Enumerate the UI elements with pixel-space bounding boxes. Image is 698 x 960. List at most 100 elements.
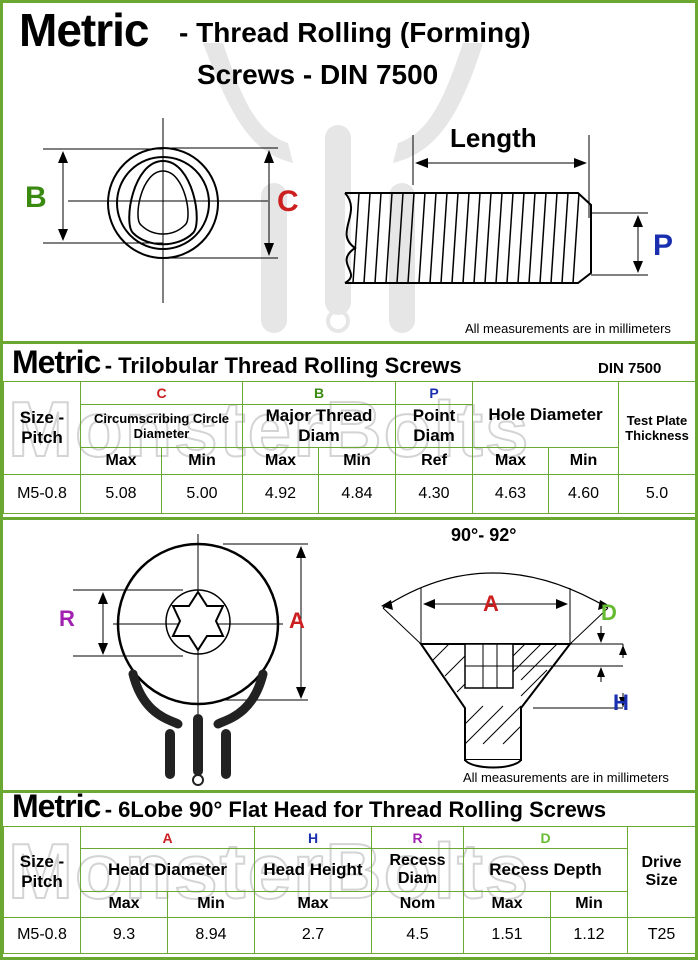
table1-sub-max: Max — [472, 447, 549, 475]
table1-hole-header: Hole Diameter — [471, 381, 620, 448]
table2-sub-min: Min — [167, 890, 255, 918]
label-p: P — [653, 229, 674, 262]
thread-line — [528, 192, 536, 284]
table2-recess-depth-header: Recess Depth — [463, 848, 628, 892]
table1-row: M5-0.8 5.08 5.00 4.92 4.84 4.30 4.63 4.6… — [3, 473, 697, 515]
table2-sub-max: Max — [254, 890, 372, 918]
table2-row: M5-0.8 9.3 8.94 2.7 4.5 1.51 1.12 T25 — [3, 916, 696, 955]
table1-cell-b-max: 4.92 — [242, 473, 319, 515]
table1-sub-min: Min — [161, 447, 243, 475]
table1-point-header: Point Diam — [395, 403, 473, 449]
table2-recess-diam-header: Recess Diam — [371, 848, 464, 892]
thread-line — [506, 192, 514, 284]
page-title-line2: Screws - DIN 7500 — [197, 59, 439, 90]
table2-sub-max: Max — [463, 890, 551, 918]
table2-title: Metric - 6Lobe 90° Flat Head for Thread … — [12, 788, 606, 825]
label-r: R — [59, 606, 75, 631]
table2-letter-d: D — [463, 825, 628, 850]
table2-head-diam-header: Head Diameter — [80, 848, 255, 892]
thread-line — [517, 192, 525, 284]
table1-circ-header: Circumscribing Circle Diameter — [80, 403, 243, 449]
table2-title-text: - 6Lobe 90° Flat Head for Thread Rolling… — [104, 797, 607, 822]
table1-title: Metric - Trilobular Thread Rolling Screw… — [12, 344, 462, 381]
head-diagram-panel: R A 90°- 92° — [3, 517, 695, 793]
measurement-note-2: All measurements are in millimeters — [463, 770, 669, 785]
table2-cell-size: M5-0.8 — [3, 916, 81, 955]
thread-line — [561, 192, 569, 284]
table1-cell-size: M5-0.8 — [3, 473, 81, 515]
table1-letter-b: B — [242, 381, 396, 405]
table2-cell-a-min: 8.94 — [167, 916, 255, 955]
thread-line — [572, 192, 580, 284]
head-top-view-diagram — [73, 534, 308, 786]
table1-letter-p: P — [395, 381, 473, 405]
table1-sub-min: Min — [318, 447, 396, 475]
thread-line — [407, 192, 415, 284]
label-c: C — [277, 185, 299, 218]
table1-cell-test: 5.0 — [618, 473, 697, 515]
table2-sub-nom: Nom — [371, 890, 464, 918]
table2-head-height-header: Head Height — [254, 848, 372, 892]
label-d: D — [601, 600, 617, 625]
thread-side-diagram — [344, 135, 648, 284]
thread-line — [440, 192, 448, 284]
thread-line — [495, 192, 503, 284]
table2-size-pitch-header: Size - Pitch — [3, 826, 81, 918]
thread-line — [462, 192, 470, 284]
table1-title-metric: Metric — [12, 344, 101, 380]
head-side-view-diagram — [381, 572, 627, 769]
table1-title-text: - Trilobular Thread Rolling Screws — [104, 353, 462, 378]
table2-cell-d-max: 1.51 — [463, 916, 551, 955]
trilobular-section-diagram — [43, 118, 278, 303]
table1-size-pitch-header: Size - Pitch — [3, 381, 81, 475]
table1-major-header: Major Thread Diam — [242, 403, 396, 449]
table2-cell-d-min: 1.12 — [550, 916, 628, 955]
table1-cell-c-max: 5.08 — [80, 473, 162, 515]
label-a-right: A — [483, 591, 499, 616]
table1-cell-b-min: 4.84 — [318, 473, 396, 515]
table2-letter-r: R — [371, 825, 464, 850]
table2-letter-a: A — [80, 825, 255, 850]
table1-cell-hole-min: 4.60 — [547, 473, 620, 515]
table2-cell-h-max: 2.7 — [254, 916, 372, 955]
table2-letter-h: H — [254, 825, 372, 850]
table2-sub-max: Max — [80, 890, 168, 918]
label-length: Length — [450, 123, 537, 153]
page-title-metric: Metric — [19, 4, 149, 56]
thread-line — [418, 192, 426, 284]
table1-letter-c: C — [80, 381, 243, 405]
table2-title-metric: Metric — [12, 788, 101, 824]
table1-standard: DIN 7500 — [598, 360, 662, 377]
page-title-line1: - Thread Rolling (Forming) — [179, 17, 531, 48]
table2-drive-header: Drive Size — [627, 826, 696, 918]
label-a-left: A — [289, 608, 305, 633]
angle-label: 90°- 92° — [451, 525, 517, 545]
table1-sub-max: Max — [242, 447, 319, 475]
table1-cell-hole-max: 4.63 — [472, 473, 549, 515]
thread-line — [385, 192, 393, 284]
table2-cell-r-nom: 4.5 — [371, 916, 464, 955]
thread-line — [451, 192, 459, 284]
header-panel: Metric - Thread Rolling (Forming) Screws… — [3, 3, 695, 344]
table1: Size - Pitch C B P Hole Diameter Test Pl… — [3, 381, 697, 515]
table1-sub-ref: Ref — [395, 447, 473, 475]
thread-line — [550, 192, 558, 284]
table1-sub-max: Max — [80, 447, 162, 475]
table2-cell-drive: T25 — [627, 916, 696, 955]
thread-line — [396, 192, 404, 284]
table1-sub-min: Min — [547, 447, 620, 475]
thread-line — [374, 192, 382, 284]
table1-test-header: Test Plate Thickness — [618, 381, 697, 475]
table2-sub-min: Min — [550, 890, 628, 918]
thread-line — [539, 192, 547, 284]
table2-cell-a-max: 9.3 — [80, 916, 168, 955]
thread-line — [363, 192, 371, 284]
label-b: B — [25, 181, 47, 214]
thread-line — [473, 192, 481, 284]
thread-line — [429, 192, 437, 284]
measurement-note: All measurements are in millimeters — [465, 321, 671, 336]
thread-line — [352, 192, 360, 284]
thread-line — [484, 192, 492, 284]
table1-cell-p-ref: 4.30 — [395, 473, 473, 515]
